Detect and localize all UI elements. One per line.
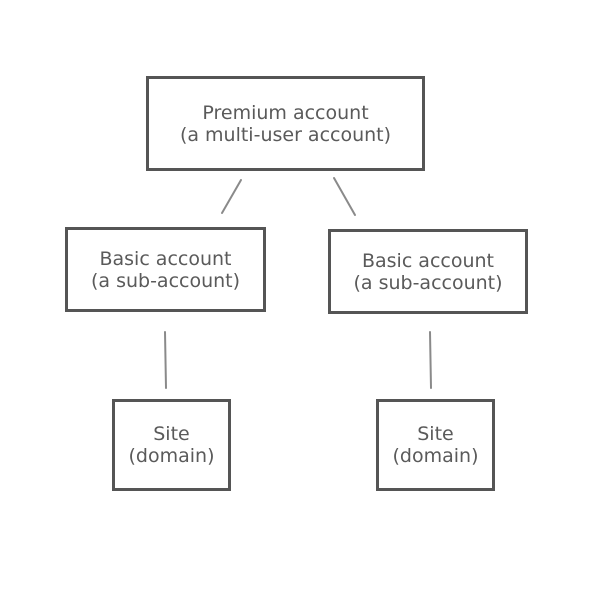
connector-premium-basic-right: [333, 177, 356, 216]
node-site-right: Site (domain): [376, 399, 495, 491]
connector-premium-basic-left: [221, 179, 242, 214]
node-title: Site: [153, 423, 190, 445]
node-basic-account-left: Basic account (a sub-account): [65, 227, 266, 312]
node-subtitle: (a multi-user account): [179, 123, 392, 146]
node-subtitle: (a sub-account): [353, 271, 503, 294]
node-site-left: Site (domain): [112, 399, 231, 491]
connector-basic-right-site-right: [429, 331, 432, 389]
node-title: Premium account: [202, 101, 369, 124]
node-title: Site: [417, 423, 454, 445]
node-subtitle: (domain): [128, 445, 215, 467]
node-subtitle: (a sub-account): [90, 269, 241, 292]
node-subtitle: (domain): [392, 445, 479, 467]
node-premium-account: Premium account (a multi-user account): [146, 76, 425, 171]
node-basic-account-right: Basic account (a sub-account): [328, 229, 528, 314]
node-title: Basic account: [361, 249, 495, 272]
node-title: Basic account: [99, 247, 232, 270]
connector-basic-left-site-left: [164, 331, 167, 389]
